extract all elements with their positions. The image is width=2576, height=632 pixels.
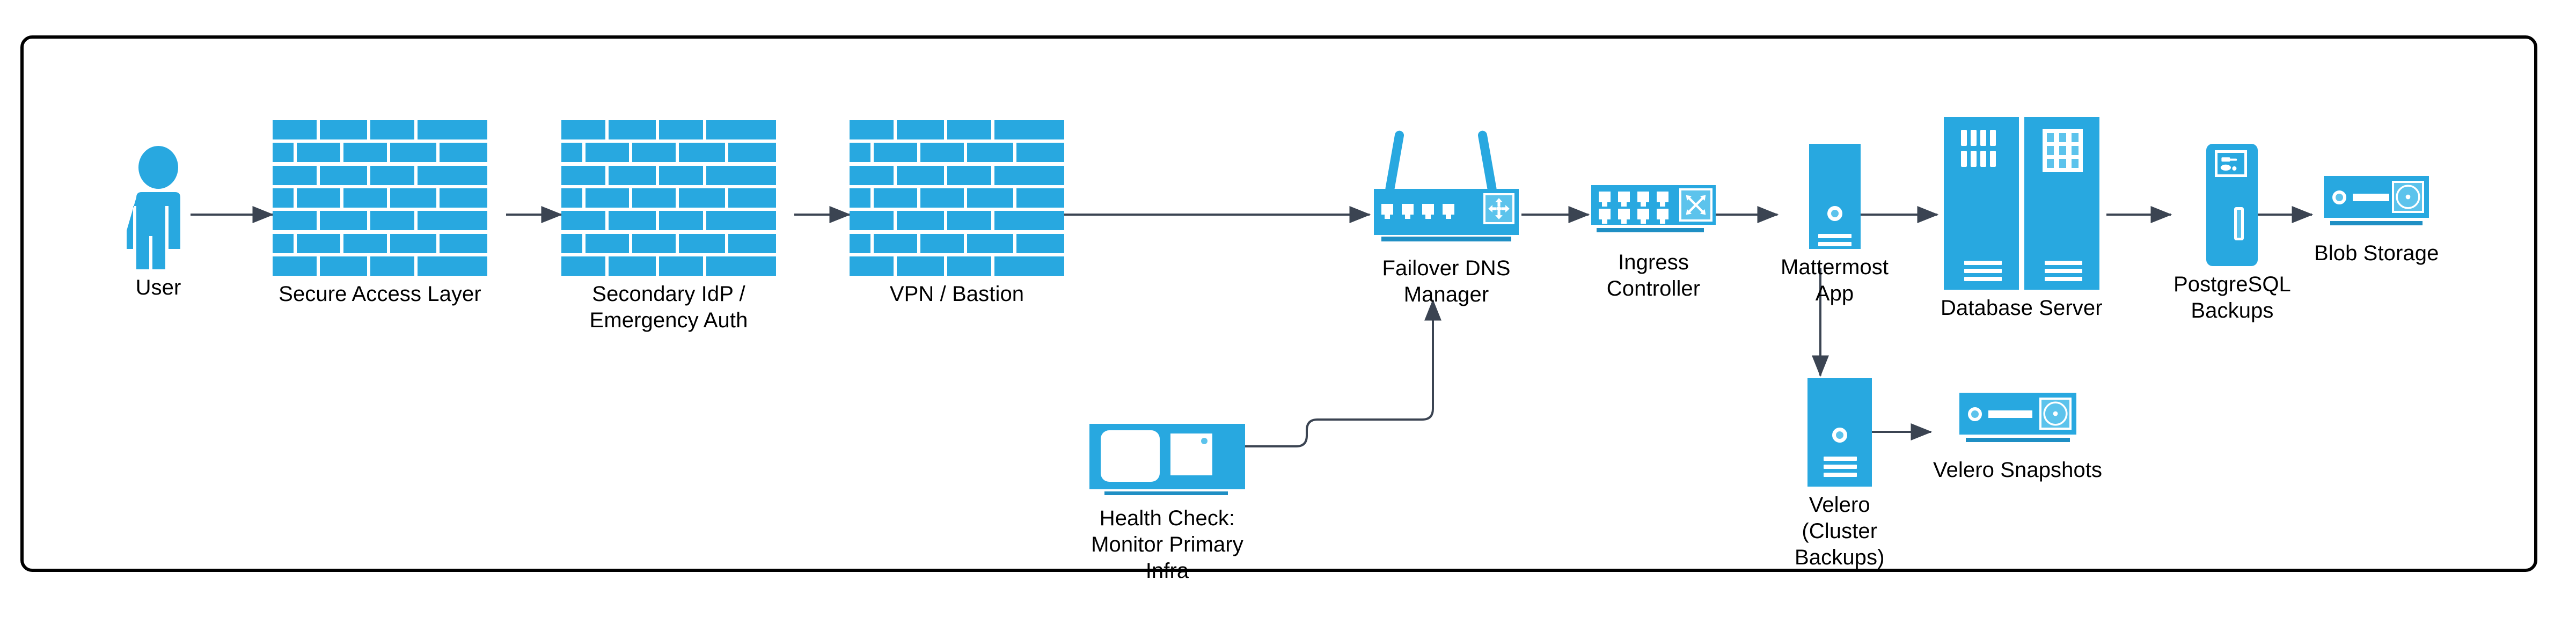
node-secure-access-layer[interactable]: Secure Access Layer [273, 120, 488, 307]
storage-shadow-bar [2330, 221, 2423, 225]
storage-shadow-bar [1965, 438, 2070, 442]
status-led-icon [1967, 407, 1982, 421]
router-icon [1374, 130, 1519, 250]
node-label-database-server: Database Server [1941, 296, 2103, 320]
node-label-blob-storage: Blob Storage [2314, 241, 2439, 265]
node-label-mattermost-app: Mattermost App [1781, 255, 1889, 305]
node-velero[interactable]: Velero (Cluster Backups) [1795, 378, 1885, 570]
user-actor-icon [121, 146, 190, 278]
storage-body [2324, 176, 2429, 218]
node-vpn-bastion[interactable]: VPN / Bastion [850, 120, 1065, 307]
firewall-icon [273, 120, 488, 276]
disk-platter-icon [2039, 398, 2072, 430]
monitor-shadow-bar [1104, 491, 1228, 495]
node-label-secure-access-layer: Secure Access Layer [279, 282, 481, 306]
storage-disk-icon [2324, 176, 2429, 235]
node-user[interactable]: User [121, 146, 190, 301]
database-rack-icon [1943, 117, 2099, 290]
diagram-boundary-frame [20, 35, 2537, 572]
node-label-postgresql-backups: PostgreSQL Backups [2174, 273, 2291, 322]
monitor-body [1089, 424, 1245, 489]
node-label-vpn-bastion: VPN / Bastion [889, 282, 1024, 306]
routing-arrows-icon [1483, 193, 1514, 224]
node-label-failover-dns-manager: Failover DNS Manager [1382, 256, 1511, 306]
storage-bar [1988, 410, 2032, 418]
crossbar-switch-icon [1679, 188, 1713, 222]
node-postgresql-backups[interactable]: PostgreSQL Backups [2174, 144, 2291, 324]
server-tower-icon [1807, 378, 1872, 487]
node-failover-dns-manager[interactable]: Failover DNS Manager [1374, 130, 1519, 308]
node-label-user: User [135, 276, 181, 299]
firewall-icon [561, 120, 777, 276]
rack-slots-tower [1943, 117, 2019, 290]
server-tower-icon [1809, 144, 1861, 254]
storage-bar [2353, 194, 2390, 201]
antenna-icon [1385, 130, 1405, 194]
display-screen-icon [1101, 430, 1160, 482]
router-body [1374, 189, 1519, 235]
router-shadow-bar [1381, 237, 1511, 241]
device-panel-icon [1170, 433, 1212, 475]
monitor-icon [1089, 424, 1245, 500]
drive-slot-icon [2234, 207, 2244, 240]
antenna-icon [1477, 130, 1497, 194]
node-label-secondary-idp: Secondary IdP / Emergency Auth [589, 282, 748, 332]
backup-tower-icon [2206, 144, 2258, 266]
node-secondary-idp[interactable]: Secondary IdP / Emergency Auth [561, 120, 777, 334]
node-label-velero: Velero (Cluster Backups) [1795, 493, 1885, 569]
node-health-check[interactable]: Health Check: Monitor Primary Infra [1089, 424, 1245, 584]
node-mattermost-app[interactable]: Mattermost App [1781, 144, 1889, 307]
status-dot-icon [1201, 438, 1208, 444]
node-database-server[interactable]: Database Server [1941, 117, 2103, 321]
disk-platter-icon [2392, 181, 2425, 213]
storage-disk-icon [1959, 393, 2076, 452]
node-label-health-check: Health Check: Monitor Primary Infra [1091, 506, 1243, 583]
screen-icon [2215, 150, 2248, 177]
node-label-ingress-controller: Ingress Controller [1606, 251, 1701, 300]
switch-icon [1591, 185, 1716, 244]
rack-grid-tower [2024, 117, 2099, 290]
status-led-icon [2332, 190, 2347, 204]
switch-body [1591, 185, 1716, 225]
storage-body [1959, 393, 2076, 435]
node-velero-snapshots[interactable]: Velero Snapshots [1933, 393, 2102, 483]
firewall-icon [850, 120, 1065, 276]
node-label-velero-snapshots: Velero Snapshots [1933, 458, 2103, 482]
node-ingress-controller[interactable]: Ingress Controller [1591, 185, 1716, 302]
node-blob-storage[interactable]: Blob Storage [2314, 176, 2439, 267]
switch-shadow-bar [1597, 228, 1704, 232]
